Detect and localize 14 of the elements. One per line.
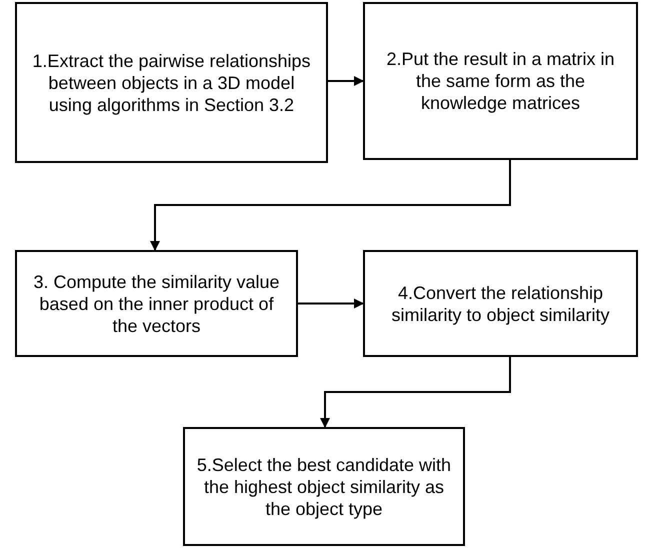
process-box xyxy=(15,250,298,357)
step-text: 4.Convert the relationship similarity to object similarity xyxy=(390,282,611,326)
process-box xyxy=(183,427,465,546)
arrow xyxy=(328,76,364,86)
process-box xyxy=(363,2,638,160)
step-text: 2.Put the result in a matrix in the same form as the knowledge matrices xyxy=(385,48,616,114)
arrow xyxy=(298,298,364,308)
process-box xyxy=(15,2,328,163)
arrow xyxy=(150,160,511,251)
arrow xyxy=(320,357,511,428)
step-text: 5.Select the best candidate with the highest object similarity as the object type xyxy=(196,454,452,520)
step-text: 3. Compute the similarity value based on the inner product of the vectors xyxy=(32,270,281,336)
step-text: 1.Extract the pairwise relationships between objects in a 3D model using algorithms in Section 3.2 xyxy=(31,50,312,116)
process-box xyxy=(363,250,638,357)
